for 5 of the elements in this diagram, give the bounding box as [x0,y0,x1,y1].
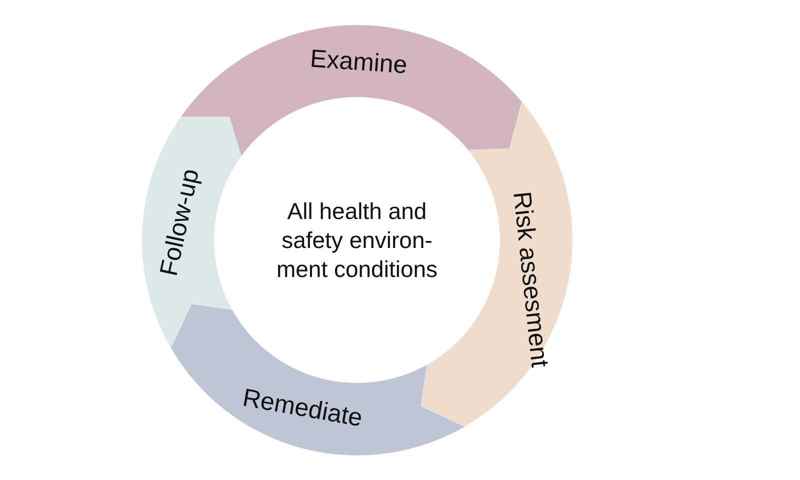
segment-label: Risk assesment [506,190,554,370]
center-label: All health and safety environ- ment conditions [275,196,439,284]
segment-label: Follow-up [155,166,206,279]
segment-label: Examine [309,44,408,80]
segment-label: Remediate [240,384,364,434]
